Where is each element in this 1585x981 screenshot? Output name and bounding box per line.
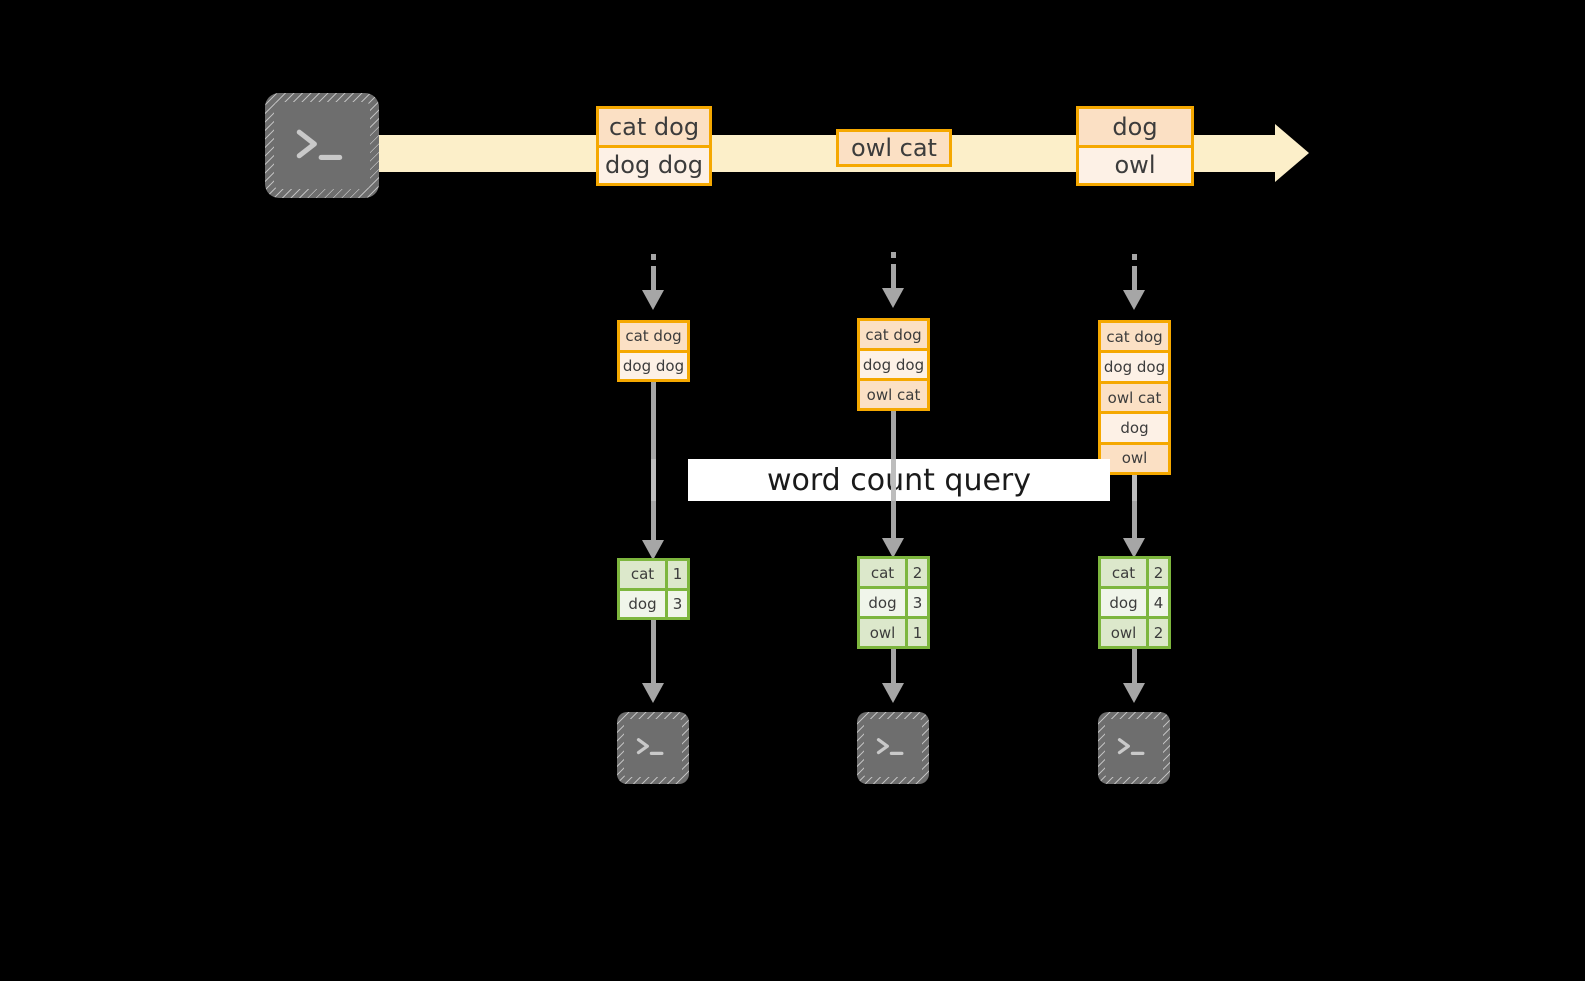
query-label-text: word count query (766, 462, 1032, 498)
batch-input-line: cat dog (1101, 323, 1168, 351)
table-row: cat 2 (1101, 559, 1168, 586)
query-arrow-line-2-overlay (891, 459, 896, 501)
feed-dash-1b (651, 266, 656, 292)
stream-message-line: dog dog (599, 144, 709, 183)
table-cell-count: 2 (1149, 619, 1168, 646)
query-arrow-line-3-overlay (1132, 475, 1137, 501)
stream-message-1: cat dog dog dog (596, 106, 712, 186)
table-cell-count: 1 (908, 619, 927, 646)
query-arrow-line-3 (1132, 475, 1137, 543)
sink-arrowhead-3 (1123, 683, 1145, 703)
sink-arrowhead-2 (882, 683, 904, 703)
stream-message-2: owl cat (836, 129, 952, 167)
table-row: cat 1 (620, 561, 687, 588)
sink-arrowhead-1 (642, 683, 664, 703)
batch-input-line: owl (1101, 441, 1168, 473)
table-row: owl 2 (1101, 619, 1168, 646)
batch-input-line: dog dog (860, 348, 927, 378)
batch-input-line: dog dog (620, 349, 687, 379)
batch-input-2: cat dog dog dog owl cat (857, 318, 930, 411)
table-row: dog 3 (860, 589, 927, 616)
stream-message-3: dog owl (1076, 106, 1194, 186)
table-row: cat 2 (860, 559, 927, 586)
terminal-prompt-glyph (624, 719, 682, 777)
terminal-prompt-glyph (1105, 719, 1163, 777)
batch-input-line: cat dog (860, 321, 927, 348)
feed-dash-3a (1132, 254, 1137, 260)
terminal-prompt-glyph (864, 719, 922, 777)
sink-arrow-line-1 (651, 620, 656, 688)
stream-message-line: cat dog (599, 109, 709, 145)
query-arrowhead-2 (882, 538, 904, 558)
result-table-2: cat 2 dog 3 owl 1 (857, 556, 930, 649)
terminal-prompt-glyph (274, 102, 370, 189)
sink-terminal-icon-3[interactable] (1098, 712, 1170, 784)
table-cell-count: 2 (908, 559, 927, 586)
table-cell-word: cat (1101, 559, 1146, 586)
query-label: word count query (688, 459, 1110, 501)
stream-message-line: owl (1079, 144, 1191, 183)
feed-dash-1a (651, 254, 656, 260)
query-arrow-line-1-overlay (651, 459, 656, 501)
table-row: owl 1 (860, 619, 927, 646)
table-row: dog 4 (1101, 589, 1168, 616)
feed-arrowhead-3 (1123, 290, 1145, 310)
table-cell-count: 4 (1149, 589, 1168, 616)
query-arrowhead-3 (1123, 538, 1145, 558)
table-row: dog 3 (620, 590, 687, 617)
batch-input-line: owl cat (1101, 380, 1168, 412)
feed-dash-2a (891, 252, 896, 258)
table-cell-word: cat (860, 559, 905, 586)
batch-input-line: owl cat (860, 378, 927, 408)
result-table-1: cat 1 dog 3 (617, 558, 690, 620)
batch-input-1: cat dog dog dog (617, 320, 690, 382)
stream-arrowhead (1275, 124, 1309, 182)
batch-input-3: cat dog dog dog owl cat dog owl (1098, 320, 1171, 475)
table-cell-word: owl (1101, 619, 1146, 646)
batch-input-line: dog dog (1101, 350, 1168, 381)
batch-input-line: cat dog (620, 323, 687, 350)
table-cell-word: cat (620, 561, 665, 588)
table-cell-word: dog (620, 590, 665, 617)
table-cell-word: dog (1101, 589, 1146, 616)
table-cell-word: dog (860, 589, 905, 616)
query-arrowhead-1 (642, 540, 664, 560)
stream-message-line: owl cat (839, 132, 949, 164)
table-cell-count: 1 (668, 561, 687, 588)
table-cell-count: 2 (1149, 559, 1168, 586)
table-cell-count: 3 (668, 590, 687, 617)
sink-arrow-line-2 (891, 649, 896, 688)
feed-dash-2b (891, 264, 896, 290)
stream-message-line: dog (1079, 109, 1191, 145)
table-cell-word: owl (860, 619, 905, 646)
source-terminal-icon[interactable] (265, 93, 379, 198)
feed-dash-3b (1132, 266, 1137, 292)
sink-terminal-icon-1[interactable] (617, 712, 689, 784)
table-cell-count: 3 (908, 589, 927, 616)
feed-arrowhead-2 (882, 288, 904, 308)
sink-terminal-icon-2[interactable] (857, 712, 929, 784)
result-table-3: cat 2 dog 4 owl 2 (1098, 556, 1171, 649)
sink-arrow-line-3 (1132, 649, 1137, 688)
batch-input-line: dog (1101, 411, 1168, 442)
feed-arrowhead-1 (642, 290, 664, 310)
